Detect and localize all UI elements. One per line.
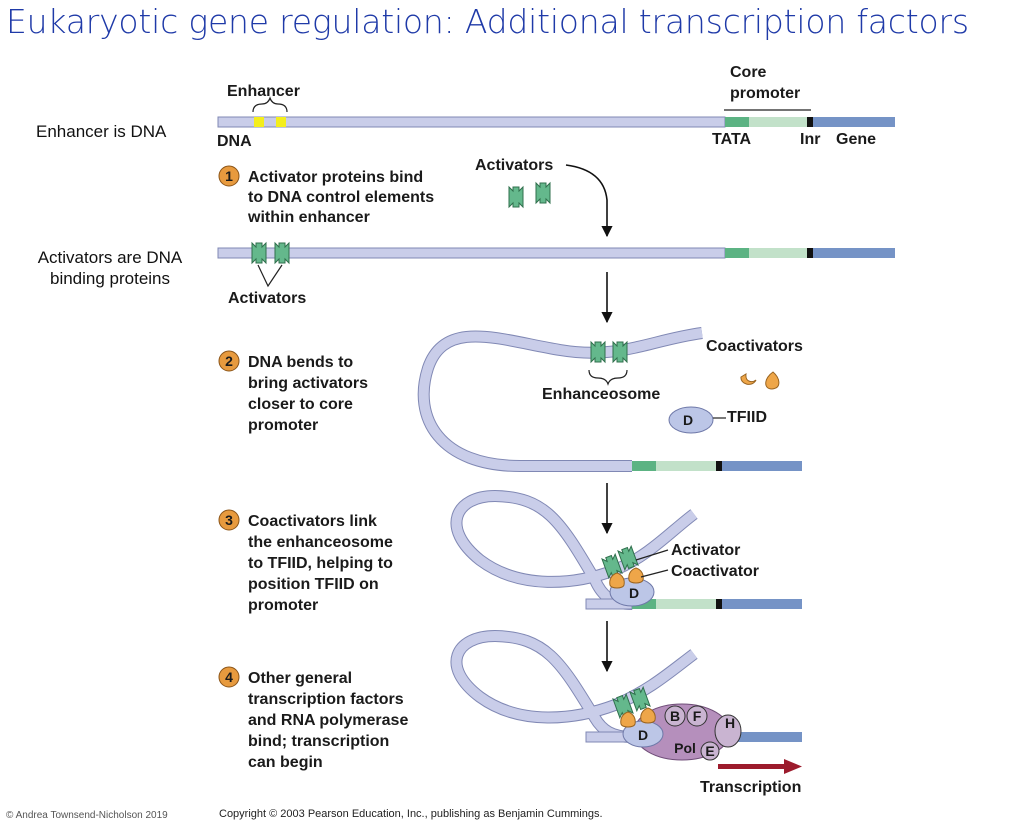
core-promoter (749, 117, 807, 127)
coactivator-protein-free (765, 371, 780, 390)
author-credit: © Andrea Townsend-Nicholson 2019 (6, 810, 168, 821)
inr-element (807, 117, 813, 127)
transcription-arrow (718, 759, 802, 774)
polymerase-label: Pol (674, 740, 696, 756)
step-2-badge (218, 350, 240, 372)
activator-protein-bound (251, 242, 267, 264)
step-3-line-1: Coactivators link (248, 513, 377, 530)
enhancer-bracket (252, 96, 288, 113)
step-3-line-4: position TFIID on (248, 576, 379, 593)
tfiid-d-label-step-3: D (629, 585, 639, 601)
enhancer-site (276, 117, 286, 127)
coactivator-pointer (640, 569, 669, 578)
step-1-badge (218, 165, 240, 187)
tfiif-subunit (686, 705, 708, 727)
activator-protein-free (535, 182, 551, 204)
slide-title: Eukaryotic gene regulation: Additional t… (6, 2, 969, 41)
step-1-line-2: to DNA control elements (248, 189, 434, 206)
label-activators-free: Activators (475, 157, 553, 174)
activator-pointer (635, 549, 669, 561)
enhancer-site (254, 117, 264, 127)
label-inr: Inr (800, 131, 820, 148)
step-4-line-2: transcription factors (248, 691, 404, 708)
step-1-line-1: Activator proteins bind (248, 169, 423, 186)
coactivator-protein-step-3 (628, 567, 644, 584)
tfiie-subunit (700, 741, 720, 761)
activators-pointer (257, 264, 283, 288)
label-core-promoter-1: Core (730, 64, 767, 81)
step-3-line-3: to TFIID, helping to (248, 555, 393, 572)
label-tata: TATA (712, 131, 752, 148)
activator-protein-enhanceosome (612, 341, 628, 363)
step-2-line-4: promoter (248, 417, 318, 434)
step-3-number: 3 (225, 512, 233, 528)
dna-loop-step-2 (417, 327, 802, 472)
label-activators-bound: Activators (228, 290, 306, 307)
tfiib-label: B (670, 708, 680, 724)
step-2-line-3: closer to core (248, 396, 353, 413)
activator-protein-enhanceosome (590, 341, 606, 363)
step-4-line-5: can begin (248, 754, 323, 771)
tfiid-d-label: D (683, 412, 693, 428)
step-4-line-1: Other general (248, 670, 352, 687)
step-1-number: 1 (225, 168, 233, 184)
arrow-to-step-2-dna (565, 164, 613, 238)
step-2-line-1: DNA bends to (248, 354, 353, 371)
tata-box (725, 117, 749, 127)
enhanceosome-bracket (588, 369, 628, 386)
gene-region (813, 117, 895, 127)
figure-copyright: Copyright © 2003 Pearson Education, Inc.… (219, 808, 603, 820)
tfiif-label: F (693, 708, 702, 724)
step-3-line-5: promoter (248, 597, 318, 614)
step-4-badge (218, 666, 240, 688)
dna-strand-activators-bound (217, 247, 895, 259)
tfiid-complex (668, 406, 714, 434)
note-activators-line2: binding proteins (49, 269, 171, 288)
label-core-promoter-2: promoter (730, 85, 800, 102)
tfiih-subunit (714, 714, 742, 748)
step-2-line-2: bring activators (248, 375, 368, 392)
note-activators-line1: Activators are DNA (37, 248, 183, 267)
label-enhanceosome: Enhanceosome (542, 386, 660, 403)
activator-protein-bound (274, 242, 290, 264)
label-enhancer: Enhancer (227, 83, 300, 100)
tfiid-d-label-step-4: D (638, 727, 648, 743)
note-activators-binding: Activators are DNA binding proteins (22, 247, 198, 289)
tfiih-label: H (725, 715, 735, 731)
step-4-line-4: bind; transcription (248, 733, 389, 750)
activator-protein-free (508, 186, 524, 208)
dna-strand-initial (217, 116, 895, 128)
label-transcription: Transcription (700, 779, 801, 796)
label-tfiid: TFIID (727, 409, 767, 426)
label-activator: Activator (671, 542, 740, 559)
coactivator-protein-free (740, 373, 757, 385)
step-4-number: 4 (225, 669, 233, 685)
tfiie-label: E (705, 743, 714, 759)
label-gene: Gene (836, 131, 876, 148)
label-coactivators: Coactivators (706, 338, 803, 355)
tfiib-subunit (664, 705, 686, 727)
step-3-line-2: the enhanceosome (248, 534, 393, 551)
note-enhancer-is-dna: Enhancer is DNA (36, 122, 167, 141)
label-dna: DNA (217, 133, 252, 150)
step-2-number: 2 (225, 353, 233, 369)
step-3-badge (218, 509, 240, 531)
step-4-line-3: and RNA polymerase (248, 712, 408, 729)
step-1-line-3: within enhancer (247, 209, 370, 226)
label-coactivator: Coactivator (671, 563, 759, 580)
